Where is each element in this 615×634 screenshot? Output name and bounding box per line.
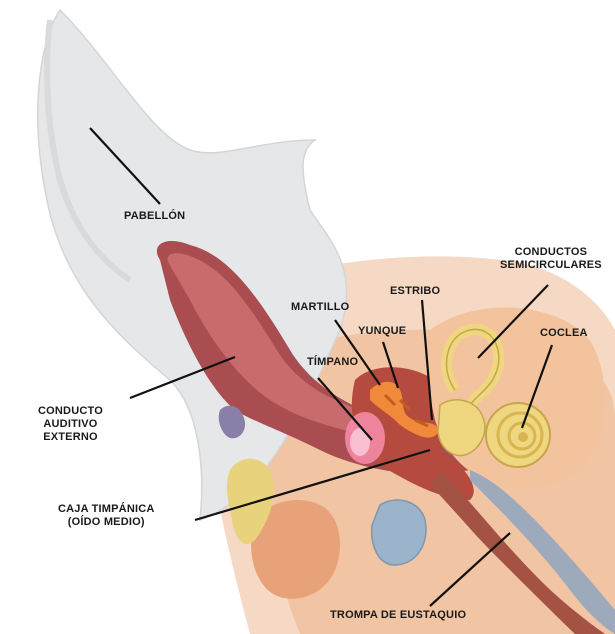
label-conducto-line3: EXTERNO xyxy=(38,431,103,444)
label-pabellon: PABELLÓN xyxy=(124,210,185,223)
label-semicirculares-line2: SEMICIRCULARES xyxy=(500,259,602,272)
label-coclea-text: COCLEA xyxy=(540,327,588,339)
vestibule xyxy=(438,400,485,456)
label-coclea: COCLEA xyxy=(540,327,588,340)
label-yunque: YUNQUE xyxy=(358,325,406,338)
label-caja-line2: (OÍDO MEDIO) xyxy=(58,516,155,529)
label-yunque-text: YUNQUE xyxy=(358,325,406,337)
label-martillo: MARTILLO xyxy=(291,301,349,314)
label-pabellon-text: PABELLÓN xyxy=(124,210,185,222)
label-caja-line1: CAJA TIMPÁNICA xyxy=(58,503,155,516)
label-trompa-text: TROMPA DE EUSTAQUIO xyxy=(330,609,466,621)
label-conducto-auditivo-externo: CONDUCTO AUDITIVO EXTERNO xyxy=(38,405,103,444)
label-caja-timpanica: CAJA TIMPÁNICA (OÍDO MEDIO) xyxy=(58,503,155,529)
label-martillo-text: MARTILLO xyxy=(291,301,349,313)
label-conducto-line1: CONDUCTO xyxy=(38,405,103,418)
label-estribo-text: ESTRIBO xyxy=(390,285,440,297)
label-conductos-semicirculares: CONDUCTOS SEMICIRCULARES xyxy=(500,246,602,272)
eardrum-glow xyxy=(350,428,370,456)
label-estribo: ESTRIBO xyxy=(390,285,440,298)
label-conducto-line2: AUDITIVO xyxy=(38,418,103,431)
label-trompa-de-eustaquio: TROMPA DE EUSTAQUIO xyxy=(330,609,466,622)
label-semicirculares-line1: CONDUCTOS xyxy=(500,246,602,259)
cochlea-turn-3 xyxy=(518,432,528,442)
label-timpano-text: TÍMPANO xyxy=(307,356,358,368)
label-timpano: TÍMPANO xyxy=(307,356,358,369)
